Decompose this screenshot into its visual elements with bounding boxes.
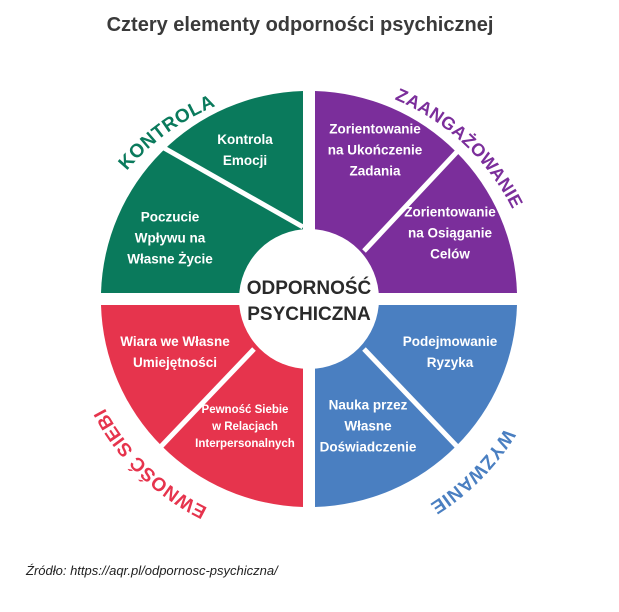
quadrant-kontrola xyxy=(101,91,303,293)
segment-label-line: Kontrola xyxy=(217,132,273,147)
segment-label-line: Własne xyxy=(344,419,392,434)
segment-label-line: Podejmowanie xyxy=(403,334,498,349)
segment-label-line: Zadania xyxy=(349,164,401,179)
segment-label-line: Wiara we Własne xyxy=(120,334,230,349)
segment-label-line: Zorientowanie xyxy=(404,205,496,220)
source-caption: Źródło: https://aqr.pl/odpornosc-psychic… xyxy=(26,563,278,578)
center-label-line2: PSYCHICZNA xyxy=(247,304,371,325)
segment-label-line: Celów xyxy=(430,247,470,262)
segment-label-line: Poczucie xyxy=(141,210,200,225)
center-label-line1: ODPORNOŚĆ xyxy=(247,277,372,299)
segment-label-line: na Ukończenie xyxy=(328,143,423,158)
segment-label-line: Zorientowanie xyxy=(329,122,421,137)
segment-label-line: Ryzyka xyxy=(427,355,474,370)
segment-divider-pewnosc-siebie xyxy=(148,347,256,460)
segment-label-line: w Relacjach xyxy=(211,421,278,433)
segment-divider-kontrola xyxy=(148,137,305,230)
segment-divider-wyzwanie xyxy=(362,347,470,460)
segment-label-line: Wpływu na xyxy=(135,231,206,246)
center-circle xyxy=(239,229,379,369)
segment-label-line: Doświadczenie xyxy=(320,440,417,455)
segment-label-line: Emocji xyxy=(223,153,267,168)
segment-divider-zaangazowanie xyxy=(362,138,470,253)
diagram-title: Cztery elementy odporności psychicznej xyxy=(106,14,494,36)
segment-label-line: Pewność Siebie xyxy=(202,404,289,416)
segment-label-line: Umiejętności xyxy=(133,355,217,370)
segment-label-line: Własne Życie xyxy=(127,252,213,267)
segment-label-line: Nauka przez xyxy=(329,398,408,413)
segment-label-line: Interpersonalnych xyxy=(195,438,295,450)
segment-label-line: na Osiąganie xyxy=(408,226,493,241)
